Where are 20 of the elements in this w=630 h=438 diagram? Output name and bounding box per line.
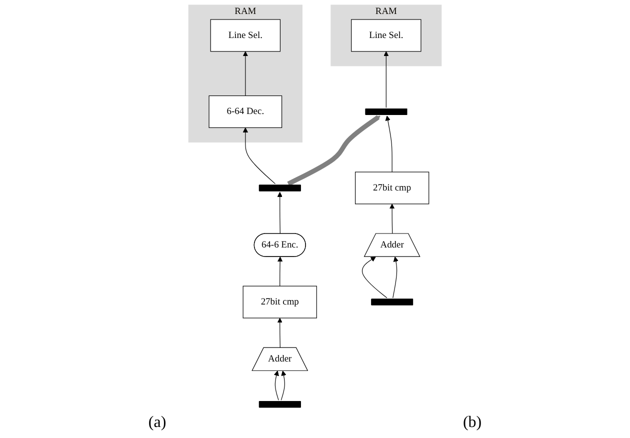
arrow — [274, 370, 279, 400]
panel-caption: (b) — [462, 414, 482, 432]
node-box: Line Sel. — [210, 19, 281, 52]
arrow — [385, 116, 392, 172]
panel-caption: (a) — [148, 414, 166, 432]
arrow — [277, 318, 282, 348]
arrow — [389, 204, 395, 234]
arrow — [242, 127, 276, 184]
node-box: 27bit cmp — [242, 286, 317, 318]
node-box: 27bit cmp — [355, 172, 430, 204]
arrow — [287, 115, 380, 186]
node-box: Line Sel. — [351, 19, 422, 52]
arrow — [242, 51, 248, 96]
arrow — [277, 192, 282, 234]
arrow — [280, 370, 286, 400]
node-box: 6-64 Dec. — [208, 95, 282, 128]
arrow — [392, 256, 398, 298]
arrow — [362, 256, 388, 298]
arrow — [277, 256, 283, 286]
arrow — [384, 51, 389, 108]
